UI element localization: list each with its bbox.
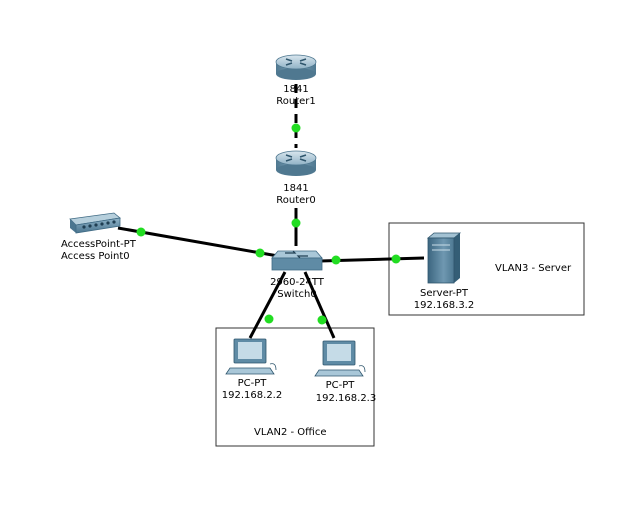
switch0[interactable]: 2960-24TT Switch0	[270, 250, 325, 300]
port-switch-ap	[255, 248, 265, 258]
router-icon	[275, 54, 317, 80]
pc-icon	[314, 340, 366, 377]
access-point-model: AccessPoint-PT	[61, 239, 137, 250]
port-ap-switch	[136, 227, 146, 237]
port-router1-router0	[291, 123, 301, 133]
port-switch-pc1	[264, 314, 274, 324]
server-icon	[426, 232, 462, 284]
vlan2-zone-border	[215, 327, 375, 447]
router1[interactable]: 1841 Router1	[275, 54, 317, 107]
pc1-model: PC-PT	[238, 378, 268, 389]
access-point-icon	[69, 212, 121, 234]
switch0-name: Switch0	[277, 289, 316, 300]
vlan3-zone-border	[388, 222, 585, 316]
links	[117, 84, 425, 339]
port-server-switch	[391, 254, 401, 264]
server-pt[interactable]: Server-PT 192.168.3.2	[414, 232, 474, 311]
vlan3-zone[interactable]: VLAN3 - Server	[388, 222, 585, 316]
router0[interactable]: 1841 Router0	[275, 150, 317, 206]
pc-icon	[225, 338, 277, 375]
port-router0-switch	[291, 218, 301, 228]
port-switch-pc2	[317, 315, 327, 325]
vlan2-zone-label: VLAN2 - Office	[254, 427, 326, 438]
router0-model: 1841	[283, 183, 308, 194]
port-switch-server	[331, 255, 341, 265]
router1-name: Router1	[276, 96, 316, 107]
access-point0[interactable]: AccessPoint-PT Access Point0	[61, 212, 137, 262]
link-switch0-pc1[interactable]	[248, 271, 287, 339]
link-switch0-pc2[interactable]	[303, 271, 336, 339]
router1-model: 1841	[283, 84, 308, 95]
pc2-model: PC-PT	[326, 380, 356, 391]
vlan2-zone[interactable]: VLAN2 - Office	[215, 327, 375, 447]
access-point-name: Access Point0	[61, 251, 130, 262]
pc1-ip: 192.168.2.2	[222, 390, 282, 401]
server-ip: 192.168.3.2	[414, 300, 474, 311]
router-icon	[275, 150, 317, 176]
pc-2[interactable]: PC-PT 192.168.2.3	[314, 340, 376, 404]
router0-name: Router0	[276, 195, 316, 206]
vlan3-zone-label: VLAN3 - Server	[495, 263, 572, 274]
port-indicators	[136, 123, 401, 325]
switch-icon	[271, 250, 323, 271]
switch0-model: 2960-24TT	[270, 277, 325, 288]
pc-1[interactable]: PC-PT 192.168.2.2	[222, 338, 282, 401]
server-model: Server-PT	[420, 288, 469, 299]
pc2-ip: 192.168.2.3	[316, 393, 376, 404]
